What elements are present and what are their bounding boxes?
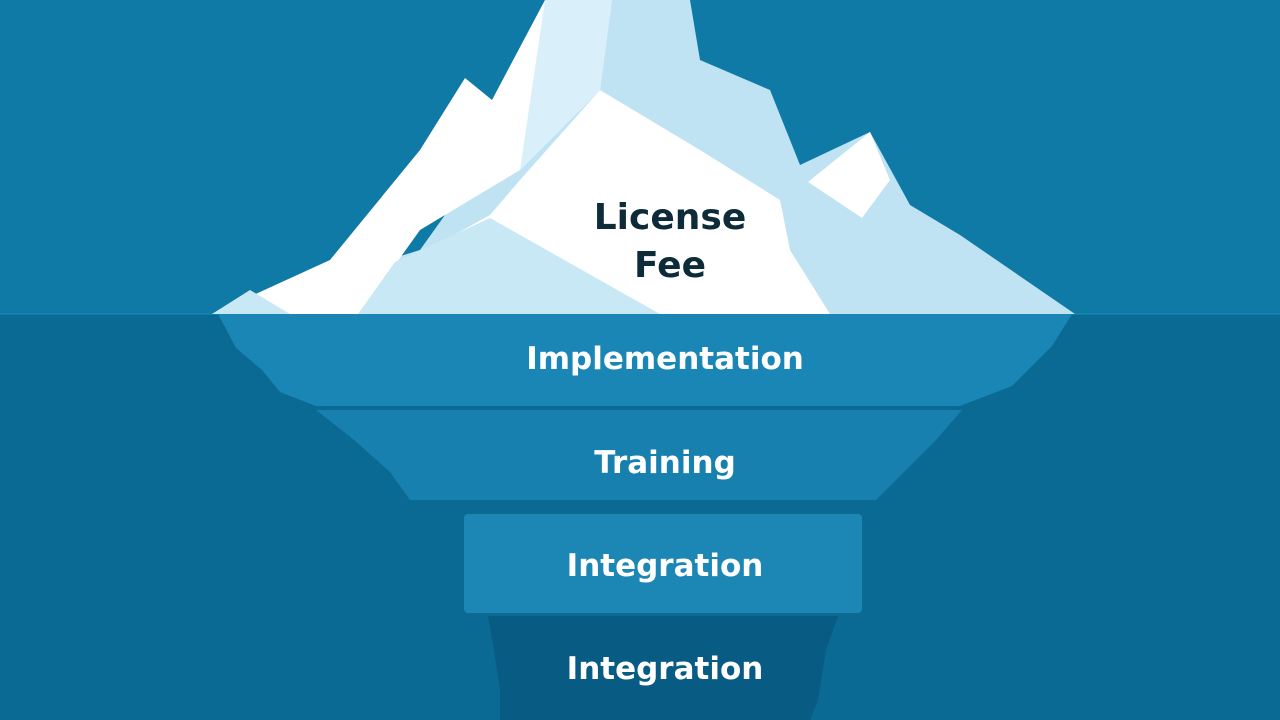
tip-left-highlight [212,0,612,314]
layer-3-shape [464,514,862,613]
tip-left-facet [212,290,290,314]
layer-4-label: Integration [566,651,764,687]
tip-shadow-facet [358,218,660,314]
tip-peak-facet [520,0,612,170]
layer-3-label: Integration [566,548,764,584]
tip-label-line-2: Fee [634,245,706,286]
layer-1-label: Implementation [526,341,804,377]
layer-4-shape [488,616,838,720]
layer-2-label: Training [594,445,736,481]
tip-label-line-1: License [593,197,747,238]
tip-label: License Fee [560,194,780,290]
iceberg-tip [212,0,1075,314]
layer-2-shape [316,410,962,500]
tip-right-highlight [808,132,890,218]
layer-1-shape [218,314,1072,406]
